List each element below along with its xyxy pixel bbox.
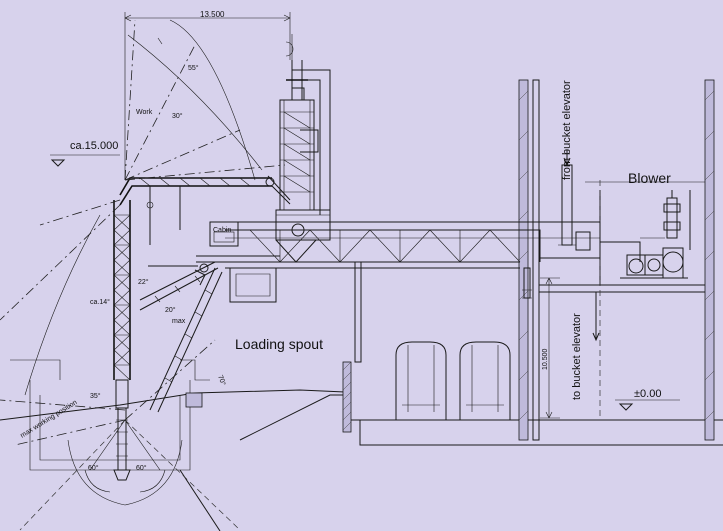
to-bucket-elevator-label: to bucket elevator — [571, 313, 583, 400]
cabin-label: Cabin — [213, 227, 231, 234]
dim-10500 — [540, 277, 560, 419]
loading-spout-label: Loading spout — [235, 336, 323, 352]
blower-label: Blower — [628, 170, 671, 186]
boom-ghosts — [0, 19, 286, 531]
cabin — [196, 221, 280, 303]
elevation-zero — [615, 399, 680, 411]
tower — [275, 60, 331, 263]
dim-vertical-label: 10.500 — [542, 348, 549, 370]
angle-30-label: 30° — [172, 112, 183, 120]
rotation-symbol — [157, 34, 294, 62]
dim-top-label: 13.500 — [200, 10, 225, 19]
dim-13500 — [124, 12, 291, 180]
loading-spout-lattice — [113, 200, 131, 481]
quay-wall — [185, 361, 352, 433]
elevation-15 — [50, 154, 120, 167]
angle-70-label: 70° — [216, 374, 227, 387]
rotation-arcs — [67, 419, 183, 506]
building-walls — [518, 79, 715, 441]
blower — [600, 190, 688, 279]
angle-60-left-label: 60° — [88, 464, 99, 472]
ship-silos — [395, 341, 511, 420]
from-bucket-elevator-label: from bucket elevator — [561, 80, 573, 180]
ground-lines — [0, 359, 723, 531]
angle-55-label: 55° — [188, 64, 199, 72]
angle-20-label: 20° — [165, 306, 176, 314]
max-working-position-label: max working position — [19, 399, 78, 440]
boom-upper — [119, 175, 291, 245]
conveyor-truss — [225, 221, 601, 269]
angle-60-right-label: 60° — [136, 464, 147, 472]
elevation-zero-label: ±0.00 — [634, 388, 661, 400]
work-label: Work — [136, 109, 153, 116]
flow-arrows — [563, 150, 600, 342]
gallery-column — [354, 261, 532, 363]
angle-35-label: 35° — [90, 392, 101, 400]
max-label: max — [172, 318, 186, 325]
angle-14-label: ca.14° — [90, 298, 110, 306]
angle-22-label: 22° — [138, 278, 149, 286]
elevation-15-label: ca.15.000 — [70, 140, 118, 152]
boom-lowered — [139, 261, 223, 413]
